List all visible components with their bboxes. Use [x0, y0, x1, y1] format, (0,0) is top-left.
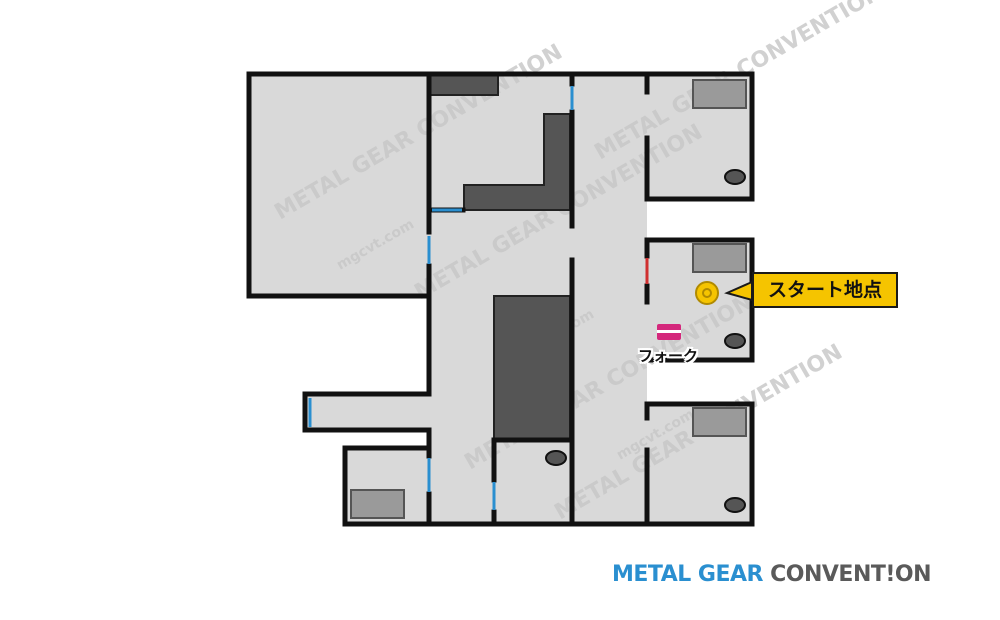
fork-item-icon[interactable] — [657, 324, 681, 340]
crate-east — [692, 243, 747, 273]
crate-southwest — [350, 489, 405, 519]
crate-southeast — [692, 407, 747, 437]
obstacle-north-block — [428, 73, 499, 96]
logo-text-convention: CONVENT!ON — [770, 562, 932, 587]
barrels — [545, 169, 746, 513]
logo-text-metal-gear: METAL GEAR — [612, 562, 771, 587]
doors — [308, 86, 649, 510]
fork-item-label: フォーク — [637, 347, 698, 365]
obstacles — [428, 73, 571, 441]
room-corridor-north — [573, 74, 647, 524]
obstacle-center-block — [493, 295, 571, 441]
start-point-label: スタート地点 — [752, 272, 898, 308]
barrel-northeast — [724, 169, 746, 185]
wall-outer — [246, 71, 755, 299]
metal-gear-convention-logo: METAL GEAR CONVENT!ON — [612, 560, 962, 590]
barrel-central — [545, 450, 567, 466]
room-northwest — [249, 74, 429, 296]
wall-outer — [246, 293, 755, 527]
corridor-west — [305, 394, 429, 430]
barrel-east — [724, 333, 746, 349]
crates — [350, 79, 747, 519]
walls — [246, 71, 755, 527]
barrel-southeast — [724, 497, 746, 513]
crate-northeast — [692, 79, 747, 109]
